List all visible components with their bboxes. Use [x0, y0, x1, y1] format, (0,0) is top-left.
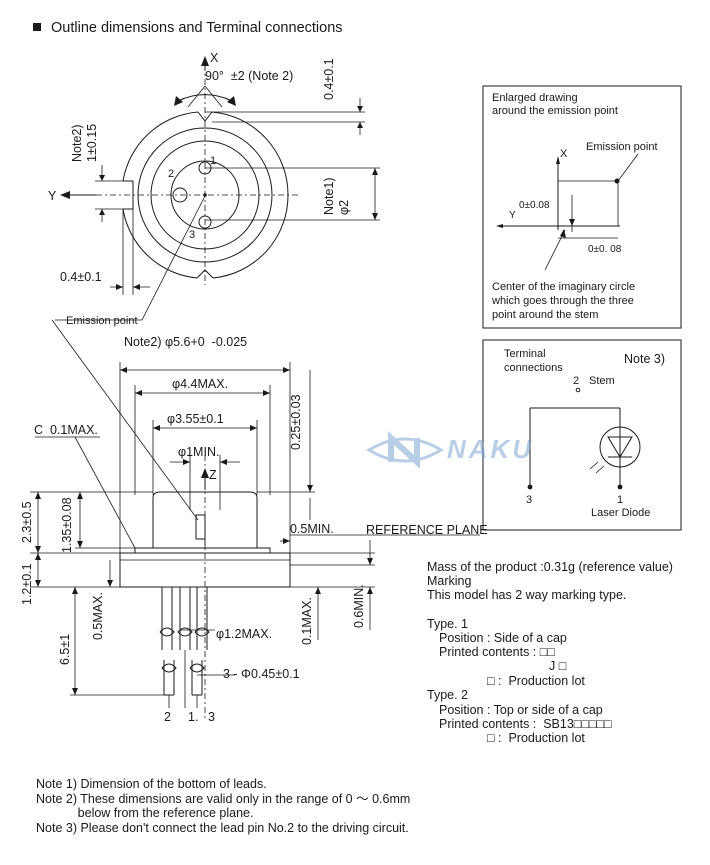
- terminal-stem-label: Stem: [589, 375, 615, 387]
- terminal-title: Terminal connections: [504, 348, 563, 374]
- type2-printed: Printed contents : SB13□□□□□: [439, 717, 612, 731]
- dim-phi2: Note1) φ2: [322, 177, 351, 215]
- dim-left: Note2) 1±0.15: [70, 123, 99, 162]
- reference-plane-label: REFERENCE PLANE: [366, 523, 488, 537]
- top-x-axis-label: X: [210, 51, 219, 65]
- pin-number-3: 3: [208, 710, 215, 724]
- pin-number-1: 1.: [188, 710, 199, 724]
- watermark-logo: NAKU: [365, 428, 531, 477]
- emission-point-label: Emission point: [66, 315, 138, 327]
- dim-05max: 0.5MAX.: [91, 592, 105, 640]
- terminal-note: Note 3): [624, 352, 665, 366]
- top-y-axis-label: Y: [48, 189, 57, 203]
- pin-label-3: 3: [189, 229, 196, 241]
- type2-lot: □ : Production lot: [487, 731, 585, 745]
- terminal-pin1: 1: [617, 494, 624, 506]
- pin-label-1: 1: [210, 155, 217, 167]
- dim-05min: 0.5MIN.: [290, 522, 334, 536]
- enlarged-x-label: X: [560, 148, 568, 160]
- dim-lead-dia: φ1.2MAX.: [216, 627, 273, 641]
- note-2-cont: below from the reference plane.: [36, 806, 254, 820]
- bullet-square-icon: [33, 23, 41, 31]
- dim-135: 1.35±0.08: [60, 497, 74, 553]
- type2-heading: Type. 2: [427, 688, 468, 702]
- terminal-box: [482, 339, 682, 531]
- pin-label-2: 2: [168, 168, 175, 180]
- top-view: [55, 56, 380, 321]
- enlarged-emission-point: Emission point: [586, 141, 658, 153]
- dim-12: 1.2±0.1: [20, 563, 34, 605]
- type2-position: Position : Top or side of a cap: [439, 703, 603, 717]
- note-3: Note 3) Please don't connect the lead pi…: [36, 820, 409, 835]
- mass-text: Mass of the product :0.31g (reference va…: [427, 560, 673, 574]
- section-title-text: Outline dimensions and Terminal connecti…: [51, 20, 343, 36]
- marking-types: This model has 2 way marking type.: [427, 588, 627, 602]
- dim-025: 0.25±0.03: [289, 394, 303, 450]
- enlarged-title: Enlarged drawing around the emission poi…: [492, 92, 618, 117]
- notes-block: Note 1) Dimension of the bottom of leads…: [36, 777, 410, 835]
- type1-printed: Printed contents : □□: [439, 645, 555, 659]
- type1-heading: Type. 1: [427, 617, 468, 631]
- dim-01max: 0.1MAX.: [300, 597, 314, 645]
- enlarged-dim-h: 0±0. 08: [588, 244, 622, 255]
- dim-23: 2.3±0.5: [20, 501, 34, 543]
- marking-heading: Marking: [427, 574, 472, 588]
- pin-number-2: 2: [164, 710, 171, 724]
- note-1: Note 1) Dimension of the bottom of leads…: [36, 777, 267, 791]
- type1-printed-2: J □: [549, 659, 567, 673]
- laser-diode-label: Laser Diode: [591, 507, 651, 519]
- dim-phi-355: φ3.55±0.1: [167, 412, 224, 426]
- terminal-pin3: 3: [526, 494, 533, 506]
- dim-top-right: 0.4±0.1: [322, 58, 336, 100]
- enlarged-caption: Center of the imaginary circle which goe…: [492, 281, 636, 321]
- side-view: [30, 319, 480, 720]
- naku-logo-icon: [366, 431, 444, 469]
- dim-phi-1min: φ1MIN.: [178, 445, 220, 459]
- chamfer-label: C 0.1MAX.: [34, 423, 98, 437]
- type1-lot: □ : Production lot: [487, 674, 585, 688]
- dim-bottom-left: 0.4±0.1: [60, 270, 102, 284]
- enlarged-y-label: Y: [509, 210, 516, 221]
- dim-06min: 0.6MIN.: [352, 584, 366, 628]
- dim-phi-56: Note2) φ5.6+0 -0.025: [124, 335, 248, 349]
- z-axis-label: Z: [209, 468, 217, 482]
- dim-phi-44: φ4.4MAX.: [172, 377, 229, 391]
- section-title: Outline dimensions and Terminal connecti…: [33, 20, 343, 36]
- note-2: Note 2) These dimensions are valid only …: [36, 791, 411, 806]
- dim-65: 6.5±1: [58, 633, 72, 665]
- watermark-text: NAKU: [447, 434, 535, 464]
- terminal-stem-number: 2: [573, 375, 580, 387]
- type1-position: Position : Side of a cap: [439, 631, 567, 645]
- enlarged-box: [482, 85, 682, 329]
- angle-label: 90° ±2 (Note 2): [205, 69, 294, 83]
- dim-pins: 3 - Φ0.45±0.1: [223, 667, 300, 681]
- enlarged-dim-v: 0±0.08: [519, 200, 550, 211]
